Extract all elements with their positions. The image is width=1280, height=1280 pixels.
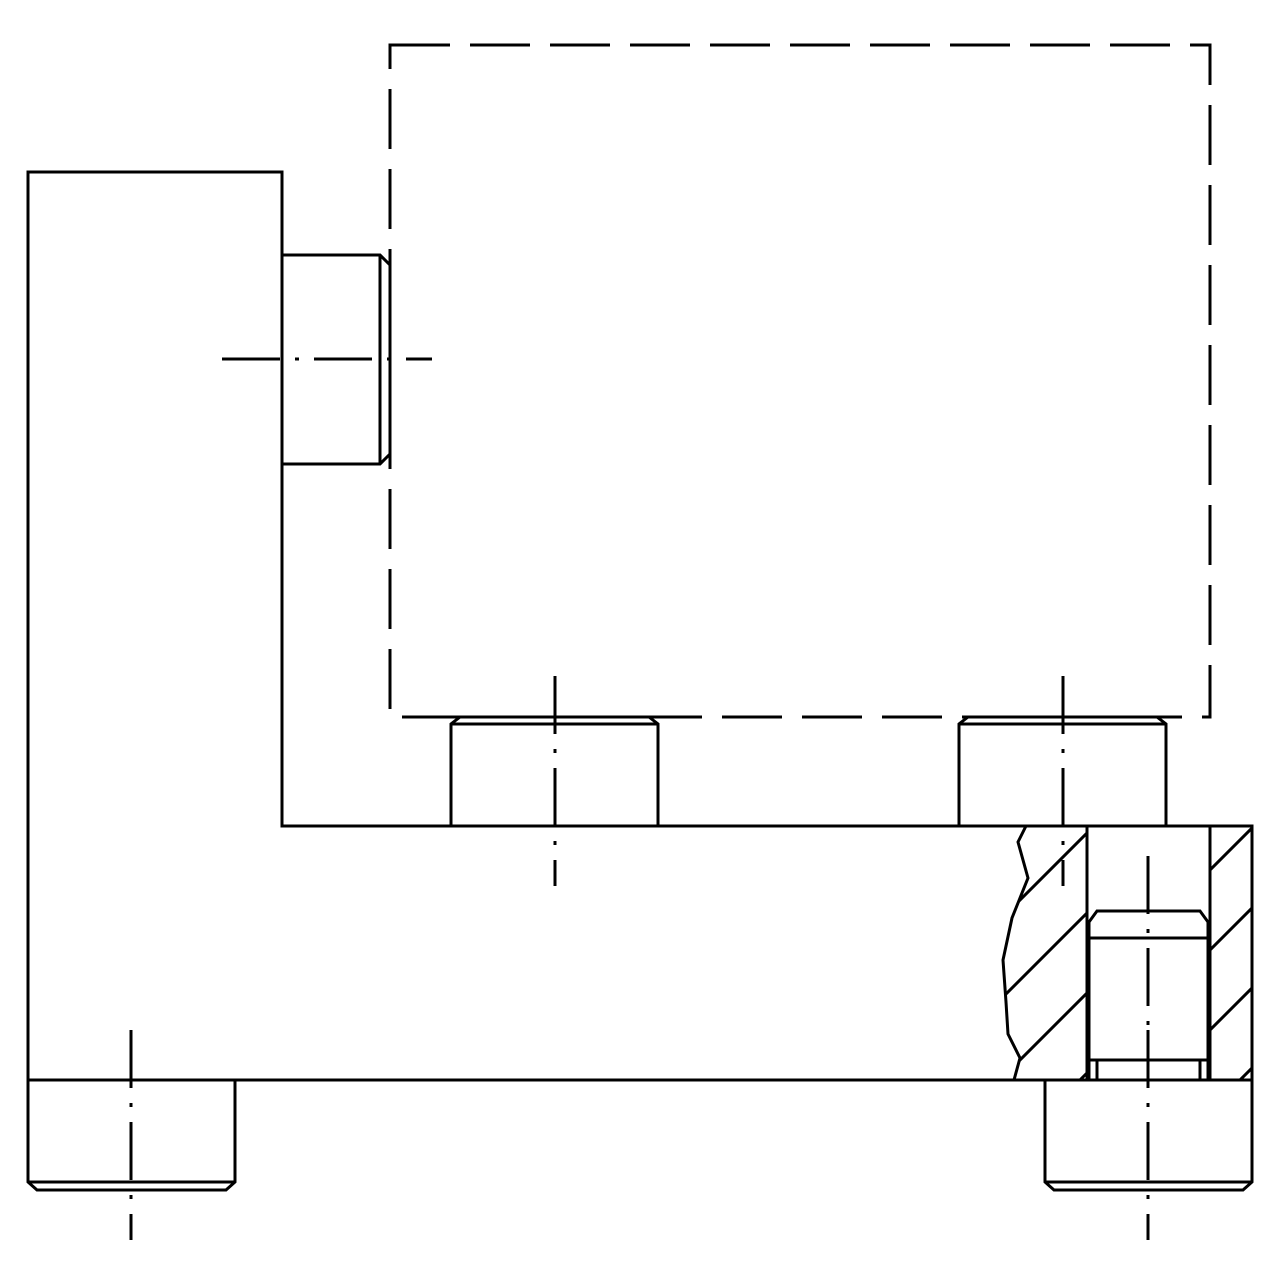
hidden-workpiece [388,43,1212,719]
hatching-left [1003,826,1087,1080]
break-line [1001,825,1030,1081]
locating-pin [222,253,432,466]
l-bracket-outline [26,170,1254,1082]
l-bracket [26,170,1254,1082]
workpiece-outline [388,43,1212,719]
support-pin-left [449,676,660,886]
foot-left [26,1030,237,1240]
hatching-right [1210,826,1252,1080]
foot-left-body [26,1080,237,1192]
section-cutaway [1001,825,1252,1081]
support-pin-right [957,676,1168,886]
threaded-insert [1087,856,1210,1080]
foot-right-body [1043,1080,1254,1192]
